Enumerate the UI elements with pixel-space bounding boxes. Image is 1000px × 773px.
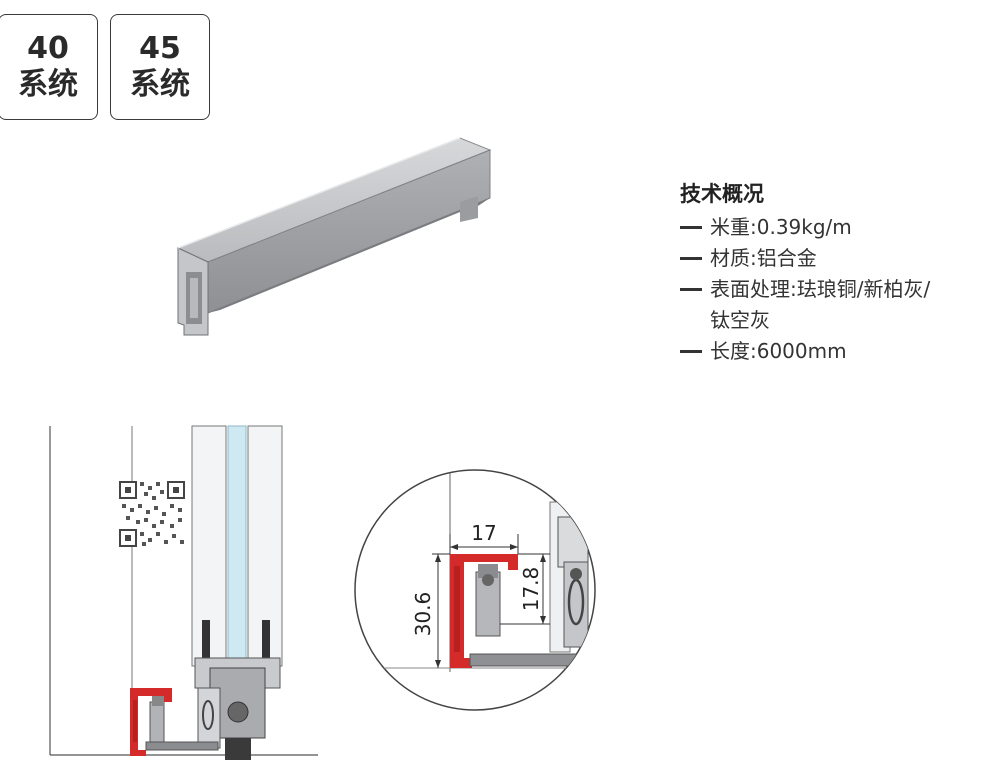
system-label: 系统: [130, 67, 190, 102]
spec-material-text: 材质:铝合金: [710, 246, 817, 270]
dash-icon: [680, 226, 702, 229]
dash-icon: [680, 288, 702, 291]
spec-section: 技术概况 米重:0.39kg/m 材质:铝合金 表面处理:珐琅铜/新柏灰/ 钛空…: [680, 178, 930, 367]
spec-length-text: 长度:6000mm: [710, 339, 847, 363]
spec-item-finish: 表面处理:珐琅铜/新柏灰/: [680, 274, 930, 305]
spec-weight-text: 米重:0.39kg/m: [710, 215, 852, 239]
spec-finish-text: 表面处理:珐琅铜/新柏灰/: [710, 277, 931, 301]
system-45-box[interactable]: 45 系统: [110, 14, 210, 120]
dim-height-inner-label: 17.8: [519, 567, 543, 612]
system-number: 45: [139, 31, 181, 66]
dash-icon: [680, 350, 702, 353]
profile-3d-image: [176, 137, 492, 336]
spec-item-length: 长度:6000mm: [680, 336, 930, 367]
system-40-box[interactable]: 40 系统: [0, 14, 98, 120]
dash-icon: [680, 257, 702, 260]
section-drawing: [49, 425, 318, 760]
system-number: 40: [27, 31, 69, 66]
spec-item-weight: 米重:0.39kg/m: [680, 212, 930, 243]
system-label: 系统: [18, 67, 78, 102]
spec-finish-cont-text: 钛空灰: [710, 308, 770, 332]
spec-title: 技术概况: [680, 182, 764, 206]
dim-width-label: 17: [471, 521, 496, 545]
spec-item-material: 材质:铝合金: [680, 243, 930, 274]
red-profile-icon: [130, 688, 172, 756]
qr-code-icon: [119, 481, 185, 547]
detail-circle: 17 30.6 17.8: [354, 469, 596, 711]
spec-item-finish-cont: 钛空灰: [680, 305, 930, 336]
dim-height-total-label: 30.6: [411, 592, 435, 637]
